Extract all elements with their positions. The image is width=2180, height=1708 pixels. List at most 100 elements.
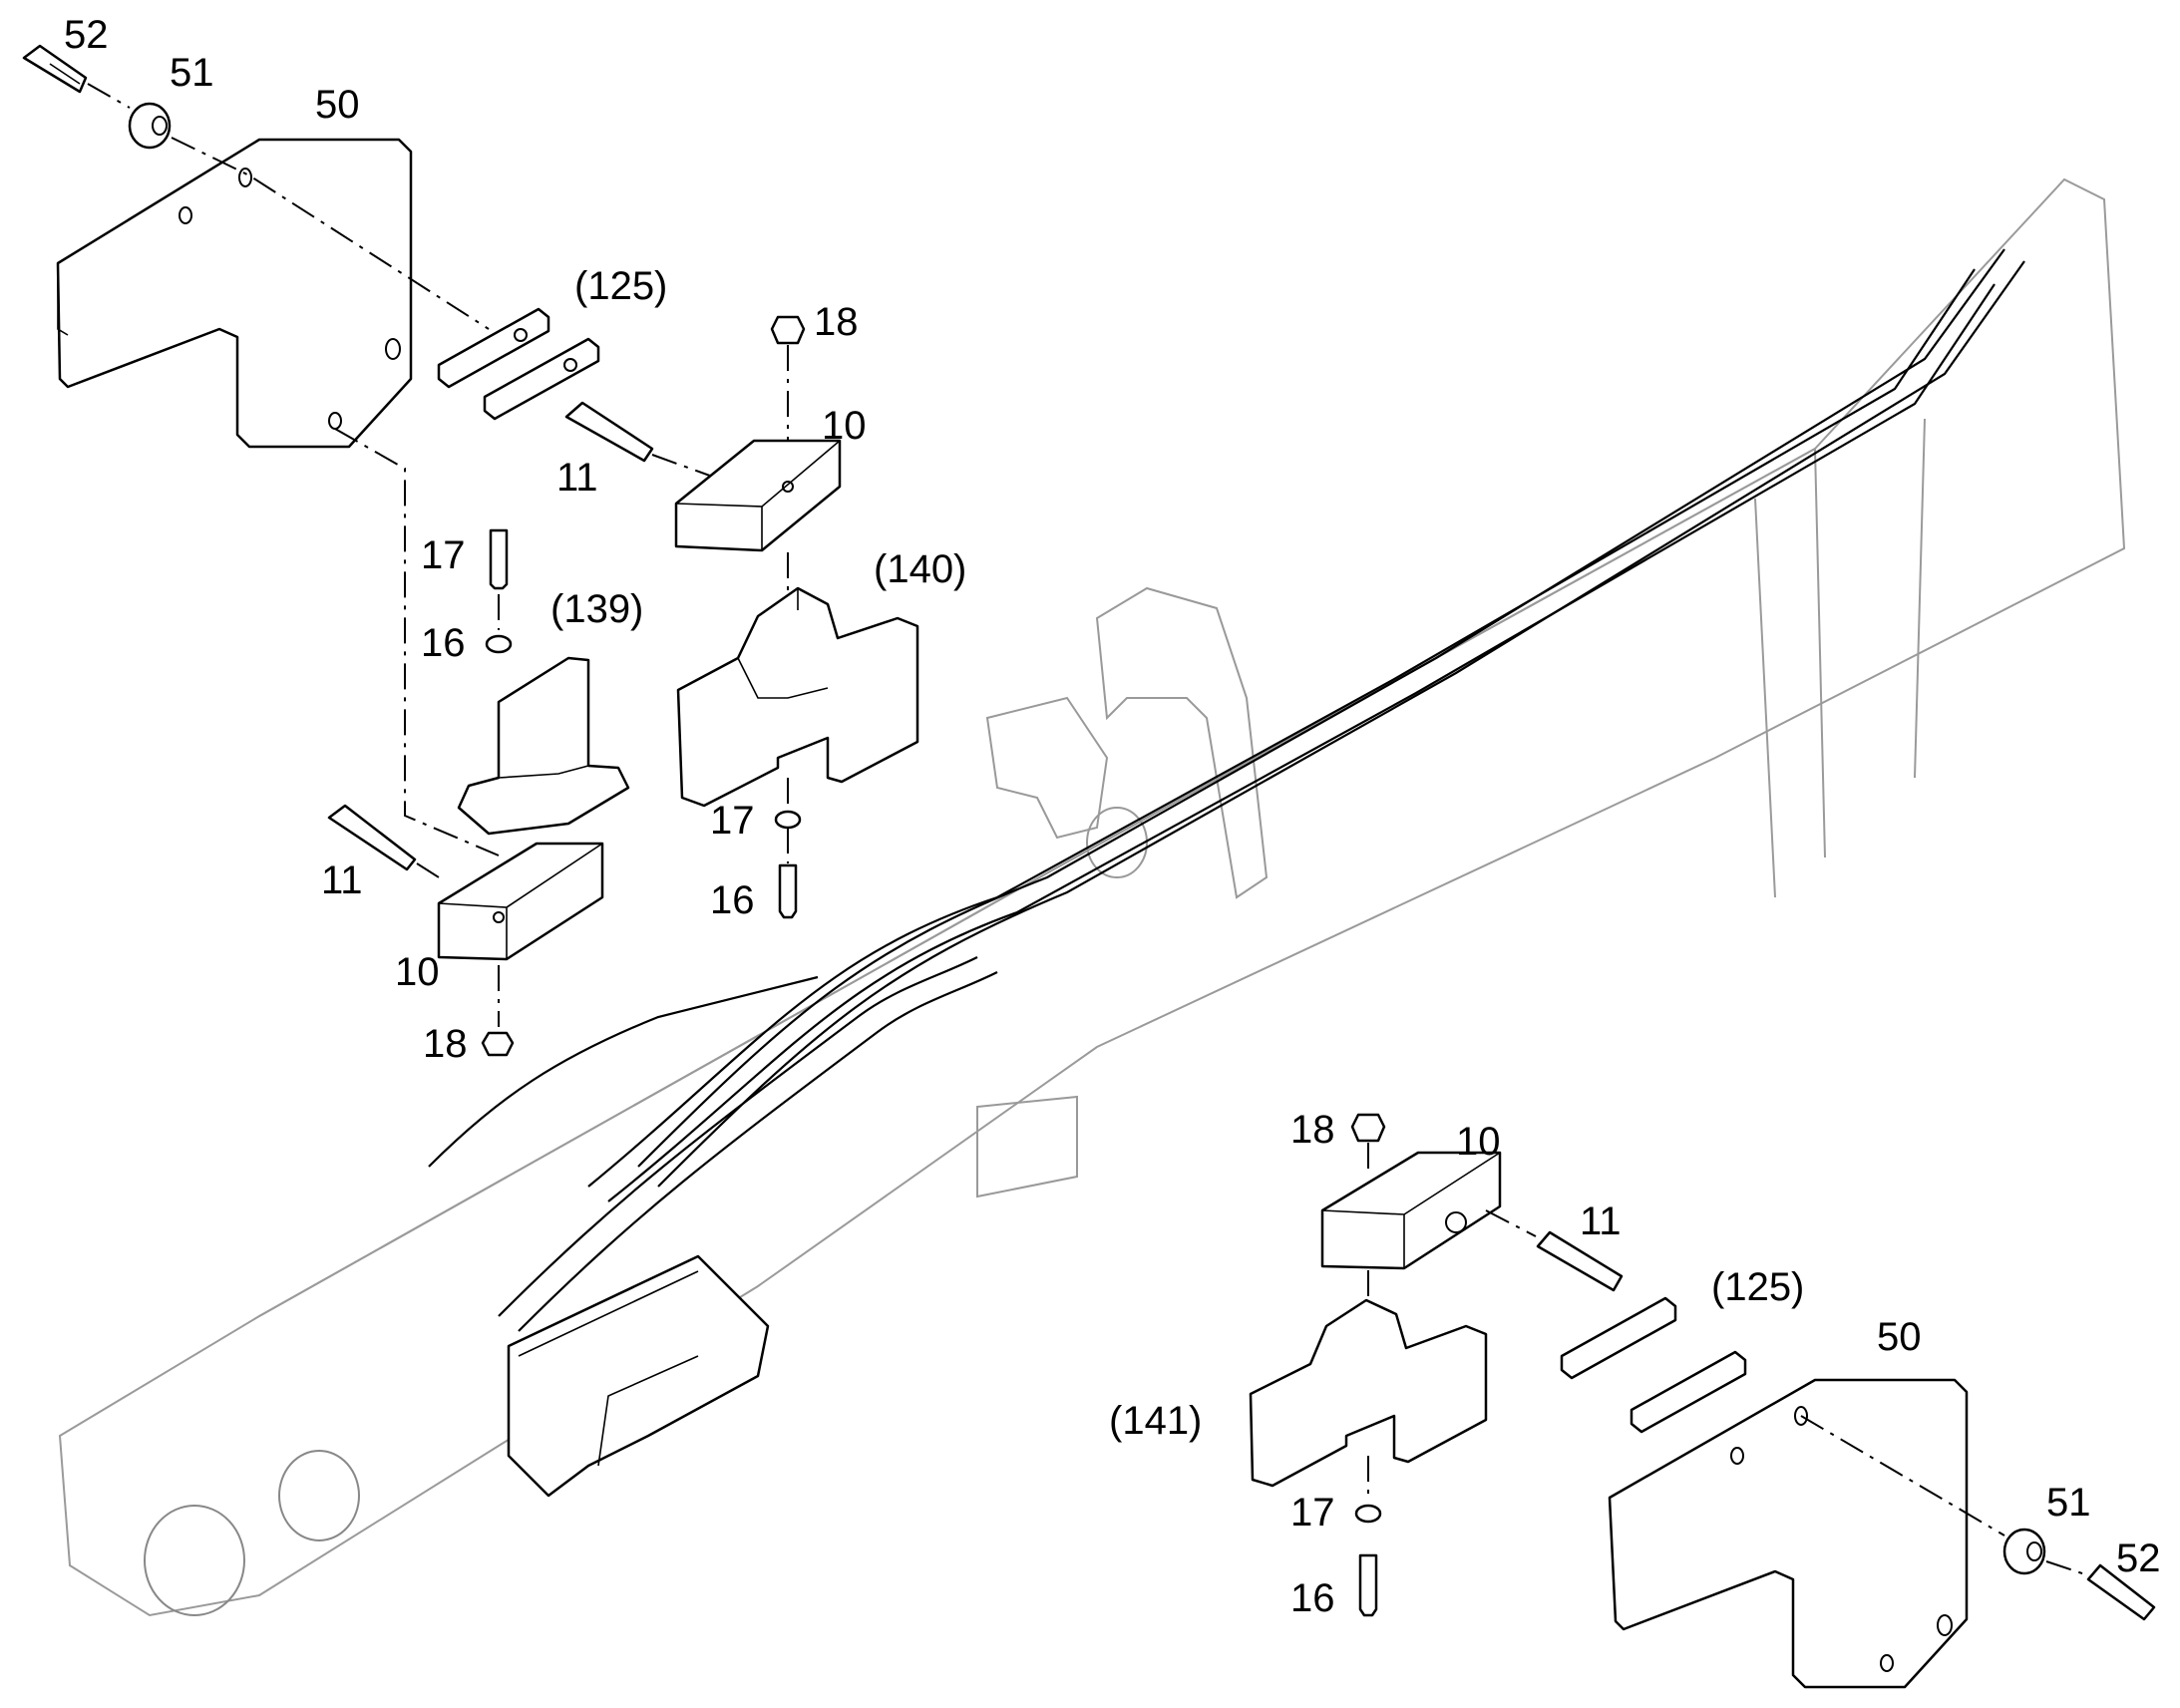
part-50-bottom-hole-4 xyxy=(1880,1654,1894,1672)
part-50-bottom-hole-2 xyxy=(1730,1447,1744,1465)
part-50-plate-bottom xyxy=(1608,1378,1969,1689)
arm-cylinder-lug xyxy=(985,696,1109,840)
callout-141: (141) xyxy=(1109,1399,1202,1443)
part-17-washer-bottom xyxy=(1354,1504,1382,1524)
callout-125-bottom: (125) xyxy=(1711,1265,1804,1309)
part-50-hole-2 xyxy=(179,206,192,224)
hose-1 xyxy=(587,268,1976,1188)
lug-pin xyxy=(1086,807,1148,878)
callout-18-bottom: 18 xyxy=(1290,1108,1335,1152)
callout-16-left: 16 xyxy=(421,621,466,665)
hydraulic-hoses xyxy=(428,248,2025,1332)
part-125-shim-bottom-a xyxy=(1560,1296,1677,1380)
callout-17-left: 17 xyxy=(421,533,466,577)
part-141-bracket xyxy=(1249,1298,1488,1488)
hose-7 xyxy=(428,975,819,1168)
callout-140: (140) xyxy=(874,547,966,591)
part-51-spacer-bottom xyxy=(2002,1528,2046,1575)
hose-2 xyxy=(607,283,1996,1202)
side-plate-small xyxy=(976,1095,1078,1198)
part-10-top-hole xyxy=(782,481,794,493)
callout-50-bottom: 50 xyxy=(1877,1315,1922,1359)
shim-hole-a xyxy=(514,328,528,342)
part-11-bolt-bottom xyxy=(1536,1230,1624,1292)
part-140-bracket-detail xyxy=(737,588,829,699)
part-125-shim-bottom-b xyxy=(1630,1350,1747,1434)
chain-line-50-51-bottom xyxy=(1800,1415,2005,1537)
callout-10-top: 10 xyxy=(822,404,867,448)
callout-16-bottom: 16 xyxy=(1290,1576,1335,1620)
part-16-bolt-mid xyxy=(778,863,798,919)
callout-17-mid: 17 xyxy=(710,799,755,843)
callout-11-top: 11 xyxy=(556,456,598,500)
part-50-plate-top xyxy=(56,138,413,449)
callout-125-top: (125) xyxy=(574,264,667,308)
callout-17-bottom: 17 xyxy=(1290,1491,1335,1535)
part-50-hole-3 xyxy=(385,338,401,360)
part-52-thread xyxy=(49,63,81,85)
callout-16-mid: 16 xyxy=(710,878,755,922)
boom-foot-pin-1 xyxy=(144,1505,245,1616)
boom-side-panel-line xyxy=(1754,418,1926,898)
chain-line-11-bottom xyxy=(1485,1209,1537,1237)
valve-block-face xyxy=(518,1270,699,1467)
part-51-spacer-bottom-hole xyxy=(2026,1541,2042,1561)
callout-10-left: 10 xyxy=(395,950,440,994)
boom-assembly xyxy=(58,177,2126,1617)
part-140-bracket xyxy=(676,586,919,808)
part-10-block-bottom-edges xyxy=(1321,1152,1501,1268)
boom-top-edge xyxy=(258,448,1816,1317)
part-52-bolt-bottom xyxy=(2086,1563,2156,1621)
chain-line-51-52-bottom xyxy=(2045,1560,2089,1576)
part-51-spacer-top-hole xyxy=(152,116,168,136)
callout-11-left: 11 xyxy=(321,858,363,902)
part-139-bracket-detail xyxy=(498,765,589,779)
part-10-block-left xyxy=(437,842,604,961)
hose-6 xyxy=(518,971,998,1332)
hose-3 xyxy=(637,248,2005,1168)
part-17-washer-mid xyxy=(774,810,802,830)
shim-hole-b xyxy=(563,358,577,372)
chain-line-50-10-left xyxy=(334,428,500,856)
callout-51-bottom: 51 xyxy=(2046,1481,2091,1525)
hose-5 xyxy=(498,956,978,1317)
part-10-block-top xyxy=(674,439,842,552)
callout-52-top: 52 xyxy=(64,13,109,57)
part-17-bolt-left xyxy=(489,528,509,590)
arm-bracket-frame xyxy=(1095,586,1269,899)
part-10-block-left-edges xyxy=(438,843,603,959)
part-10-left-hole xyxy=(493,911,505,923)
part-139-bracket xyxy=(457,656,630,836)
part-18-nut-bottom xyxy=(1350,1113,1386,1143)
chain-line-52-50 xyxy=(87,83,490,330)
part-18-nut-left xyxy=(481,1031,515,1057)
part-10-block-top-edges xyxy=(675,440,841,550)
part-16-bolt-bottom xyxy=(1358,1553,1378,1617)
callout-18-left: 18 xyxy=(423,1022,468,1066)
chain-line-11-10-left xyxy=(416,862,440,878)
boom-foot-pin-2 xyxy=(278,1450,360,1541)
part-18-nut-top xyxy=(770,315,806,345)
callout-10-bottom: 10 xyxy=(1456,1120,1501,1164)
chain-line-11-10-top xyxy=(651,454,719,480)
part-50-plate-top-edge xyxy=(57,263,238,419)
part-50-hole-1 xyxy=(238,168,252,187)
part-11-bolt-left xyxy=(327,804,417,871)
valve-block-assembly xyxy=(507,1254,770,1498)
callout-labels: 52 51 50 (125) 18 10 11 17 16 (139) (140… xyxy=(64,13,2161,1620)
callout-50-top: 50 xyxy=(315,83,360,127)
part-50-bottom-hole-3 xyxy=(1937,1614,1953,1636)
callout-18-top: 18 xyxy=(814,300,859,344)
part-10-bottom-hole xyxy=(1445,1211,1467,1233)
callout-139: (139) xyxy=(550,587,643,631)
part-16-washer-left xyxy=(485,634,513,654)
callout-11-bottom: 11 xyxy=(1580,1199,1622,1243)
callout-52-bottom: 52 xyxy=(2116,1537,2161,1580)
part-52-bolt-top xyxy=(22,44,88,94)
part-51-spacer-top xyxy=(128,102,172,150)
callout-51-top: 51 xyxy=(170,51,214,95)
hose-4 xyxy=(657,260,2025,1188)
part-11-bolt-top xyxy=(564,401,654,463)
part-50-bottom-hole-1 xyxy=(1794,1406,1808,1426)
